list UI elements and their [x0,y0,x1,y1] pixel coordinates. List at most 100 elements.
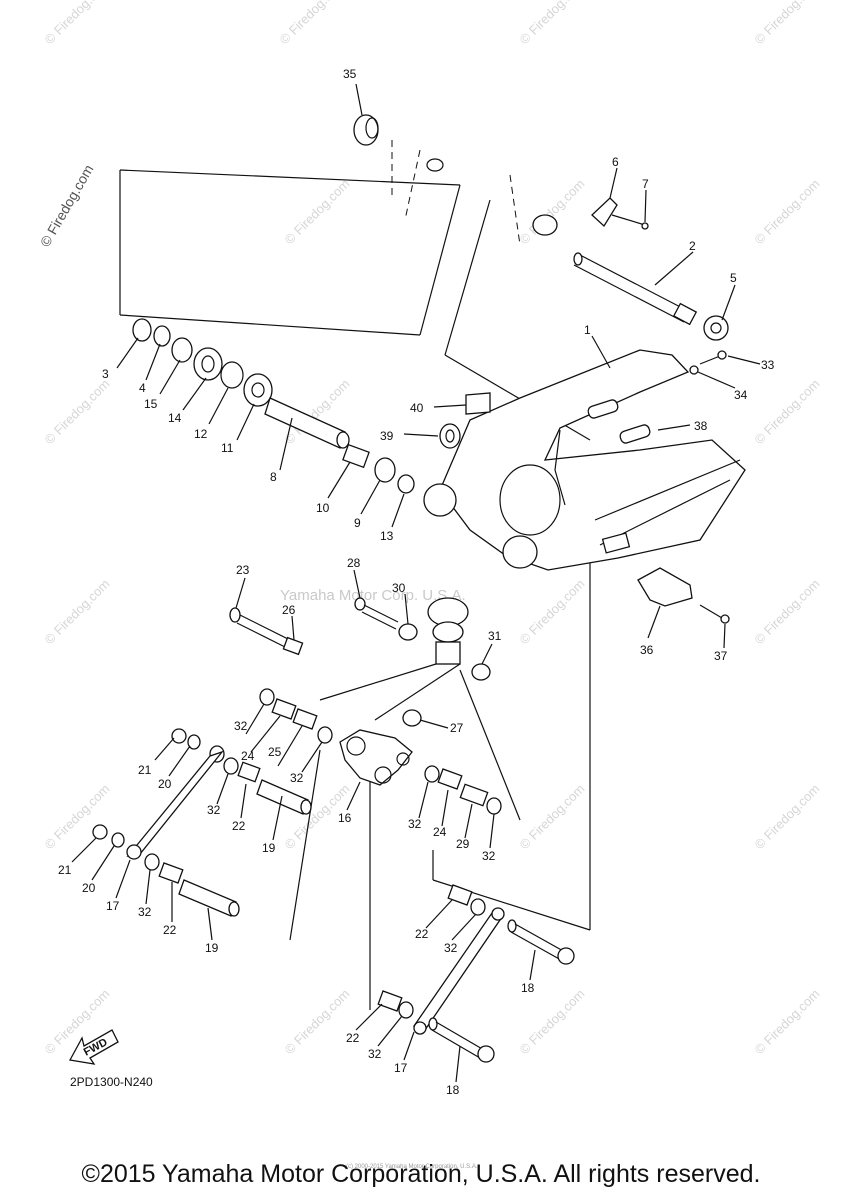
part-number-label: 32 [234,719,248,733]
part-bearing-stack-left [132,318,273,407]
watermark-text: © Firedog.com [42,576,113,647]
part-number-label: 4 [139,381,146,395]
part-number-label: 22 [163,923,177,937]
part-number-label: 13 [380,529,394,543]
part-link-17-right [377,884,575,1063]
watermark-text: © Firedog.com [42,0,113,47]
watermark-text: © Firedog.com [517,781,588,852]
watermark-text: © Firedog.com [752,176,823,247]
part-number-label: 34 [734,388,748,402]
part-collar-8 [264,397,350,449]
part-seal-39 [439,423,461,449]
part-number-label: 40 [410,401,424,415]
part-number-label: 22 [346,1031,360,1045]
part-swingarm-1 [423,349,746,571]
part-number-label: 35 [343,67,357,81]
part-number-label: 1 [584,323,591,337]
part-number-label: 20 [158,777,172,791]
watermark-text: © Firedog.com [282,986,353,1057]
part-number-label: 14 [168,411,182,425]
part-number-label: 32 [138,905,152,919]
part-number-label: 23 [236,563,250,577]
part-pad-40 [465,392,491,415]
watermark-text: © Firedog.com [277,0,348,47]
part-number-label: 32 [444,941,458,955]
part-bracket-6 [532,197,649,236]
watermark-text: © Firedog.com [517,576,588,647]
watermark-text: © Firedog.com [42,781,113,852]
part-number-label: 28 [347,556,361,570]
watermark-text: © Firedog.com [517,176,588,247]
watermark-text: © Firedog.com [752,0,823,47]
callout-leaders [71,83,761,1083]
part-nut-5 [703,315,729,341]
part-number-label: 37 [714,649,728,663]
part-number-label: 32 [482,849,496,863]
part-shock-eye [319,597,469,721]
part-number-label: 24 [433,825,447,839]
watermark-text: © Firedog.com [752,781,823,852]
part-number-label: 12 [194,427,208,441]
part-number-label: 3 [102,367,109,381]
part-number-label: 17 [394,1061,408,1075]
part-number-label: 8 [270,470,277,484]
corp-watermark: Yamaha Motor Corp. U.S.A. [280,587,466,604]
part-number-label: 24 [241,749,255,763]
part-number-label: 5 [730,271,737,285]
part-number-label: 32 [290,771,304,785]
watermark-text: © Firedog.com [752,376,823,447]
watermark-text: © Firedog.com [752,576,823,647]
watermark-text: © Firedog.com [517,0,588,47]
part-number-label: 32 [368,1047,382,1061]
part-number-label: 27 [450,721,464,735]
part-number-label: 31 [488,629,502,643]
part-nut-31 [471,663,491,681]
part-number-label: 16 [338,811,352,825]
part-number-label: 29 [456,837,470,851]
part-relay-arm-16 [339,729,413,786]
part-number-label: 21 [58,863,72,877]
part-number-label: 7 [642,177,649,191]
part-collar-19-upper [223,757,312,815]
part-number-label: 39 [380,429,394,443]
part-link-17-left [92,728,225,860]
part-bushings-right [424,765,502,815]
part-number-label: 21 [138,763,152,777]
copyright-notice: ©2015 Yamaha Motor Corporation, U.S.A. A… [81,1160,761,1188]
part-number-label: 36 [640,643,654,657]
watermark-text: © Firedog.com [517,986,588,1057]
part-pivot-shaft-2 [573,252,698,326]
part-bushings-10-9-13 [342,443,415,494]
part-number-label: 18 [446,1083,460,1097]
part-number-label: 38 [694,419,708,433]
part-number-label: 18 [521,981,535,995]
part-grommet-35 [353,114,444,172]
part-collar-19-lower [144,853,240,917]
diagram-code: 2PD1300-N240 [70,1075,153,1089]
watermark-text: © Firedog.com [752,986,823,1057]
part-number-label: 15 [144,397,158,411]
part-number-label: 25 [268,745,282,759]
small-credit: (c) 2000-2015 Yamaha Motor Corporation, … [346,1164,478,1170]
part-number-label: 17 [106,899,120,913]
part-number-label: 6 [612,155,619,169]
part-bolt-33 [689,350,727,375]
part-number-label: 11 [221,441,234,455]
part-number-labels: 1 2 3 4 5 6 7 8 9 10 11 12 13 14 15 16 1… [58,67,775,1097]
watermark-text: © Firedog.com [42,376,113,447]
part-number-label: 32 [408,817,422,831]
watermark-text-main: © Firedog.com [37,162,97,250]
part-number-label: 19 [262,841,276,855]
fwd-arrow-icon: FWD [68,1029,119,1065]
part-number-label: 26 [282,603,296,617]
part-bushings-24-25 [259,688,333,744]
part-number-label: 32 [207,803,221,817]
part-number-label: 22 [415,927,429,941]
part-number-label: 19 [205,941,219,955]
part-guard-36 [637,567,730,624]
part-nut-27 [402,709,422,727]
part-number-label: 20 [82,881,96,895]
part-number-label: 33 [761,358,775,372]
part-number-label: 10 [316,501,330,515]
